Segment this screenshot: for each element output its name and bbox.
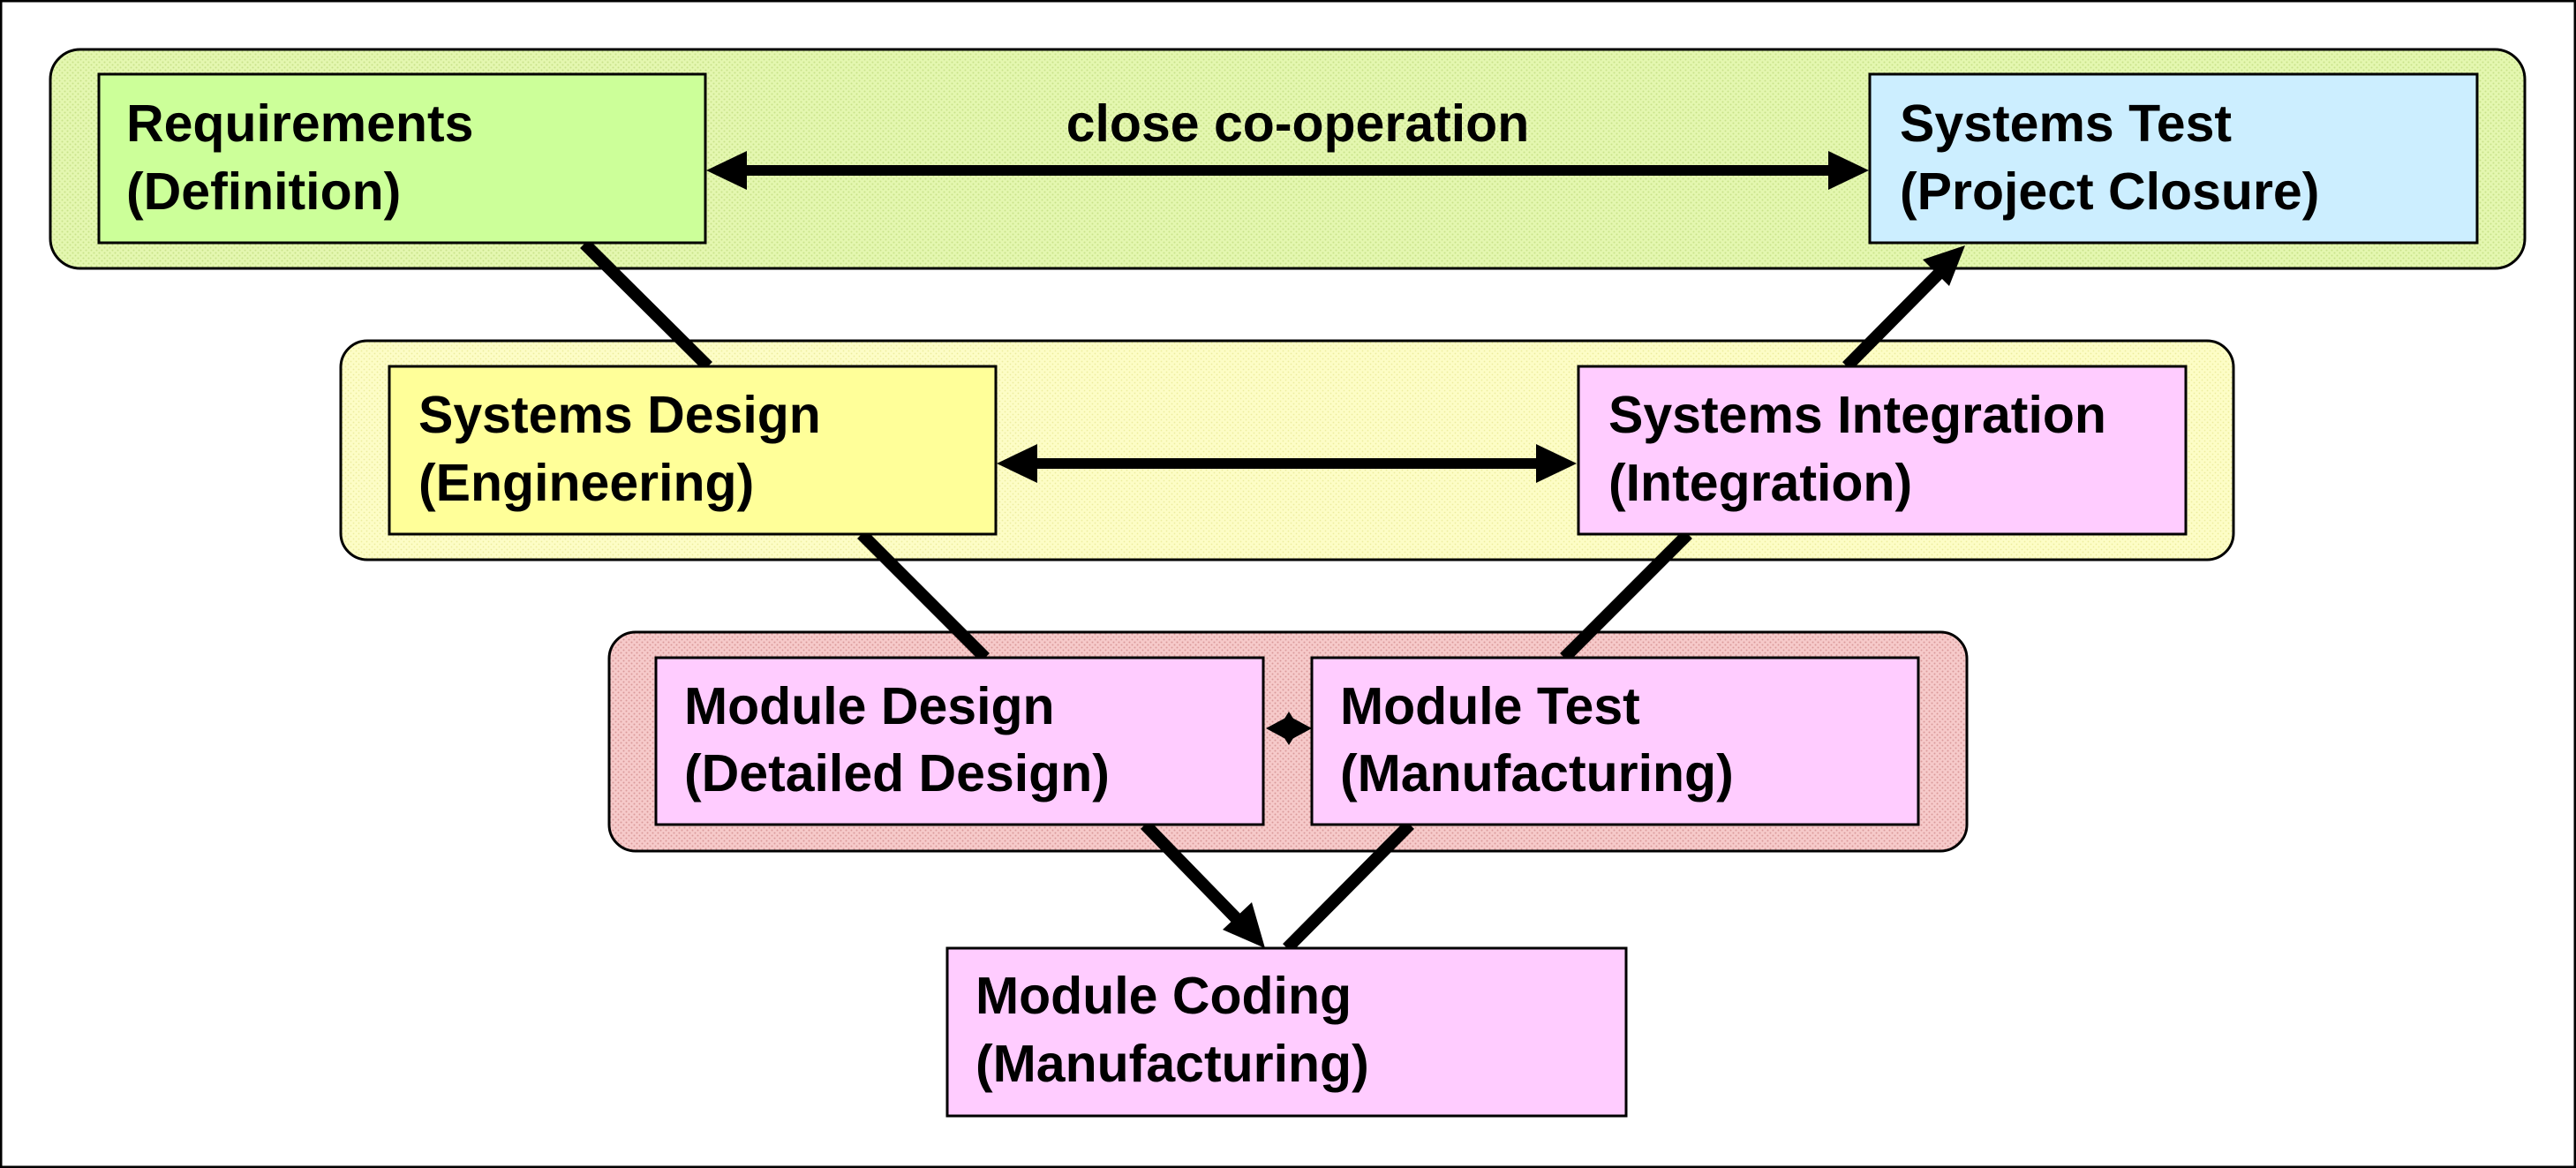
box-systems-test: Systems Test (Project Closure) xyxy=(1868,72,2479,245)
arrowhead-module-coding xyxy=(1223,902,1265,948)
line-requirements-to-systems-design xyxy=(580,239,712,371)
module-coding-subtitle: (Manufacturing) xyxy=(975,1035,1369,1093)
box-module-coding: Module Coding (Manufacturing) xyxy=(945,946,1628,1118)
box-systems-integration: Systems Integration (Integration) xyxy=(1577,365,2188,536)
arrowhead-close-cooperation-right xyxy=(1828,151,1869,190)
close-cooperation-label: close co-operation xyxy=(1066,94,1530,153)
arrowhead-module-center xyxy=(1278,712,1299,745)
requirements-subtitle: (Definition) xyxy=(126,162,401,221)
line-module-coding-to-module-test xyxy=(1283,820,1414,953)
arrowhead-systems-test xyxy=(1923,245,1965,286)
systems-design-subtitle: (Engineering) xyxy=(418,454,754,512)
line-module-test-to-systems-integration xyxy=(1560,530,1692,662)
arrow-module-design-to-module-coding xyxy=(1140,820,1246,927)
line-systems-design-to-module-design xyxy=(857,530,990,662)
module-design-subtitle: (Detailed Design) xyxy=(684,744,1110,803)
requirements-title: Requirements xyxy=(126,94,473,153)
box-module-design: Module Design (Detailed Design) xyxy=(654,656,1265,826)
arrowhead-design-integration-right xyxy=(1536,444,1577,483)
module-test-title: Module Test xyxy=(1340,677,1640,735)
systems-integration-subtitle: (Integration) xyxy=(1608,454,1912,512)
box-requirements: Requirements (Definition) xyxy=(97,72,707,245)
systems-integration-title: Systems Integration xyxy=(1608,386,2106,444)
arrowhead-design-integration-left xyxy=(997,444,1037,483)
systems-design-title: Systems Design xyxy=(418,386,821,444)
box-systems-design: Systems Design (Engineering) xyxy=(388,365,998,536)
systems-test-title: Systems Test xyxy=(1900,94,2232,153)
module-coding-title: Module Coding xyxy=(975,967,1352,1025)
arrowhead-close-cooperation-left xyxy=(706,151,747,190)
module-design-title: Module Design xyxy=(684,677,1055,735)
arrow-systems-integration-to-systems-test xyxy=(1842,269,1943,371)
box-module-test: Module Test (Manufacturing) xyxy=(1310,656,1920,826)
systems-test-subtitle: (Project Closure) xyxy=(1900,162,2319,221)
module-test-subtitle: (Manufacturing) xyxy=(1340,744,1734,803)
